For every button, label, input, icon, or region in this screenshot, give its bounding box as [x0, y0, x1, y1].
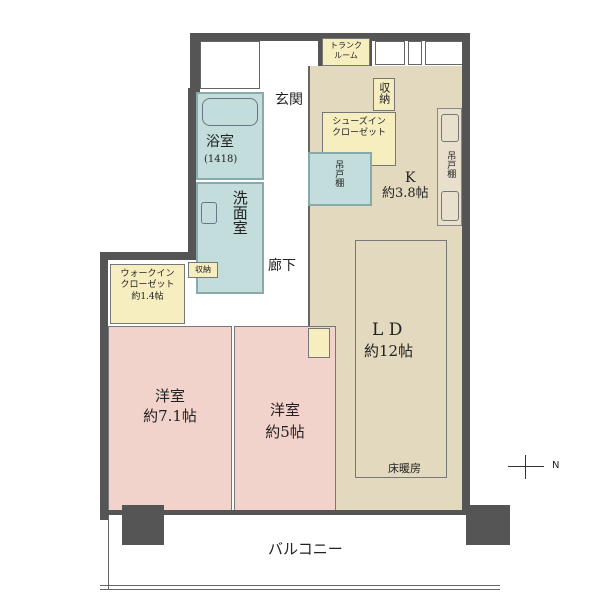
kitchen-counter: 吊戸棚	[437, 108, 462, 226]
balcony-rail	[100, 585, 500, 590]
wall	[188, 88, 196, 258]
bedroom-1: 洋室 約7.1帖	[108, 326, 232, 512]
wash-room-label: 洗面室	[230, 190, 249, 235]
trunk-room: トランク ルーム	[322, 38, 370, 66]
corridor-label: 廊下	[268, 258, 296, 274]
toilet: 吊戸棚	[308, 152, 372, 206]
shoe-closet-label: シューズイン クローゼット	[331, 117, 386, 139]
entrance-label: 玄関	[275, 92, 303, 108]
pillar	[122, 505, 164, 545]
bedroom2-closet	[308, 328, 330, 358]
storage-small-label: 収納	[195, 265, 211, 274]
kitchen-label: K	[405, 170, 416, 186]
box	[375, 41, 405, 65]
bath-size: (1418)	[204, 154, 238, 165]
balcony-edge	[108, 515, 112, 590]
sink-icon	[441, 191, 459, 221]
wic-label: ウォークイン クローゼット 約1.4帖	[120, 269, 175, 302]
bedroom2-size: 約5帖	[265, 423, 305, 441]
bath-label: 浴室	[206, 134, 234, 150]
storage-top: 収納	[373, 78, 395, 111]
balcony-label: バルコニー	[268, 540, 343, 558]
wall	[108, 510, 470, 515]
kitchen-size: 約3.8帖	[382, 186, 429, 201]
walk-in-closet: ウォークイン クローゼット 約1.4帖	[110, 264, 185, 324]
storage-top-label: 収納	[377, 82, 391, 104]
compass-icon	[508, 455, 548, 479]
storage-small: 収納	[188, 262, 218, 278]
pillar	[466, 505, 510, 545]
floor-heating-label: 床暖房	[388, 462, 421, 475]
bedroom2-label: 洋室	[269, 401, 300, 419]
washbasin-icon	[201, 202, 217, 224]
bathtub-icon	[202, 98, 258, 126]
ld-size: 約12帖	[364, 342, 414, 360]
wall	[190, 41, 200, 101]
compass-north-label: N	[552, 460, 560, 471]
trunk-room-label: トランク ルーム	[330, 41, 362, 60]
box	[408, 41, 422, 65]
ld-label: L D	[372, 320, 403, 340]
bedroom1-label: 洋室	[154, 387, 185, 405]
bathroom: 浴室 (1418)	[196, 92, 264, 180]
wall	[190, 33, 470, 41]
toilet-shelf-label: 吊戸棚	[333, 160, 344, 187]
wall	[100, 252, 108, 520]
wall	[100, 252, 196, 260]
floor-heating-zone	[355, 240, 447, 478]
stove-icon	[441, 114, 459, 142]
wash-room: 洗面室	[196, 182, 264, 294]
kitchen-shelf-label: 吊戸棚	[445, 151, 456, 178]
wall	[462, 41, 470, 511]
shaft	[200, 41, 260, 89]
bedroom1-size: 約7.1帖	[143, 407, 197, 425]
